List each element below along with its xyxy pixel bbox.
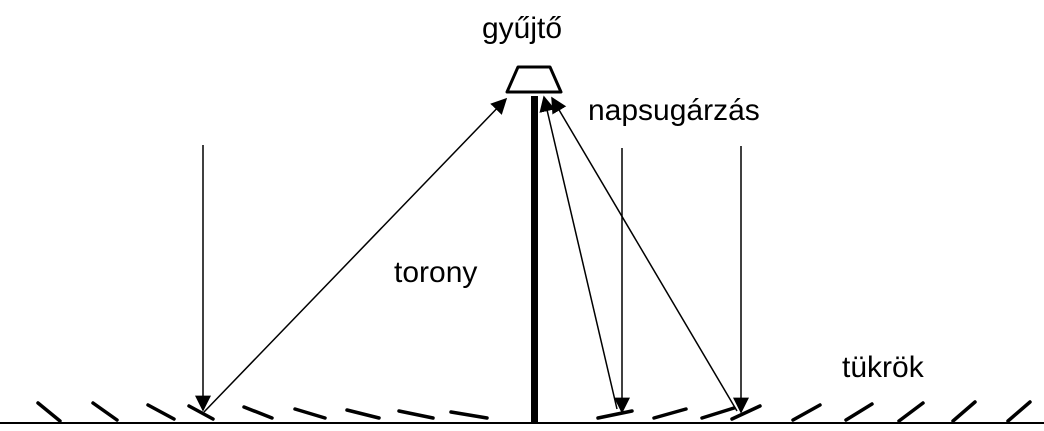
mirror	[91, 401, 119, 422]
tower	[531, 96, 538, 424]
incoming-sun-rays	[195, 145, 749, 414]
mirror	[36, 401, 62, 423]
mirror	[596, 409, 634, 420]
collector-label: gyűjtő	[482, 12, 563, 45]
reflected-ray-arrow	[203, 97, 508, 413]
mirror	[397, 409, 435, 420]
mirror	[951, 400, 977, 423]
tower-label: torony	[394, 256, 478, 289]
mirror	[730, 404, 762, 421]
mirror	[700, 406, 736, 420]
mirror	[187, 404, 215, 421]
mirror	[293, 407, 327, 420]
mirror	[242, 405, 274, 420]
mirror	[897, 401, 925, 423]
collector-receiver	[505, 65, 563, 94]
reflected-rays	[203, 95, 738, 413]
sun-radiation-label: napsugárzás	[588, 94, 760, 127]
mirror	[345, 408, 381, 420]
reflected-ray-arrow	[551, 96, 738, 412]
mirror	[844, 402, 874, 422]
mirror	[791, 403, 822, 422]
reflected-ray-arrow	[539, 95, 618, 410]
mirror	[652, 407, 688, 420]
mirror	[449, 410, 489, 420]
mirror	[1006, 400, 1032, 423]
mirrors-label: tükrök	[842, 351, 924, 384]
mirror	[146, 403, 176, 421]
